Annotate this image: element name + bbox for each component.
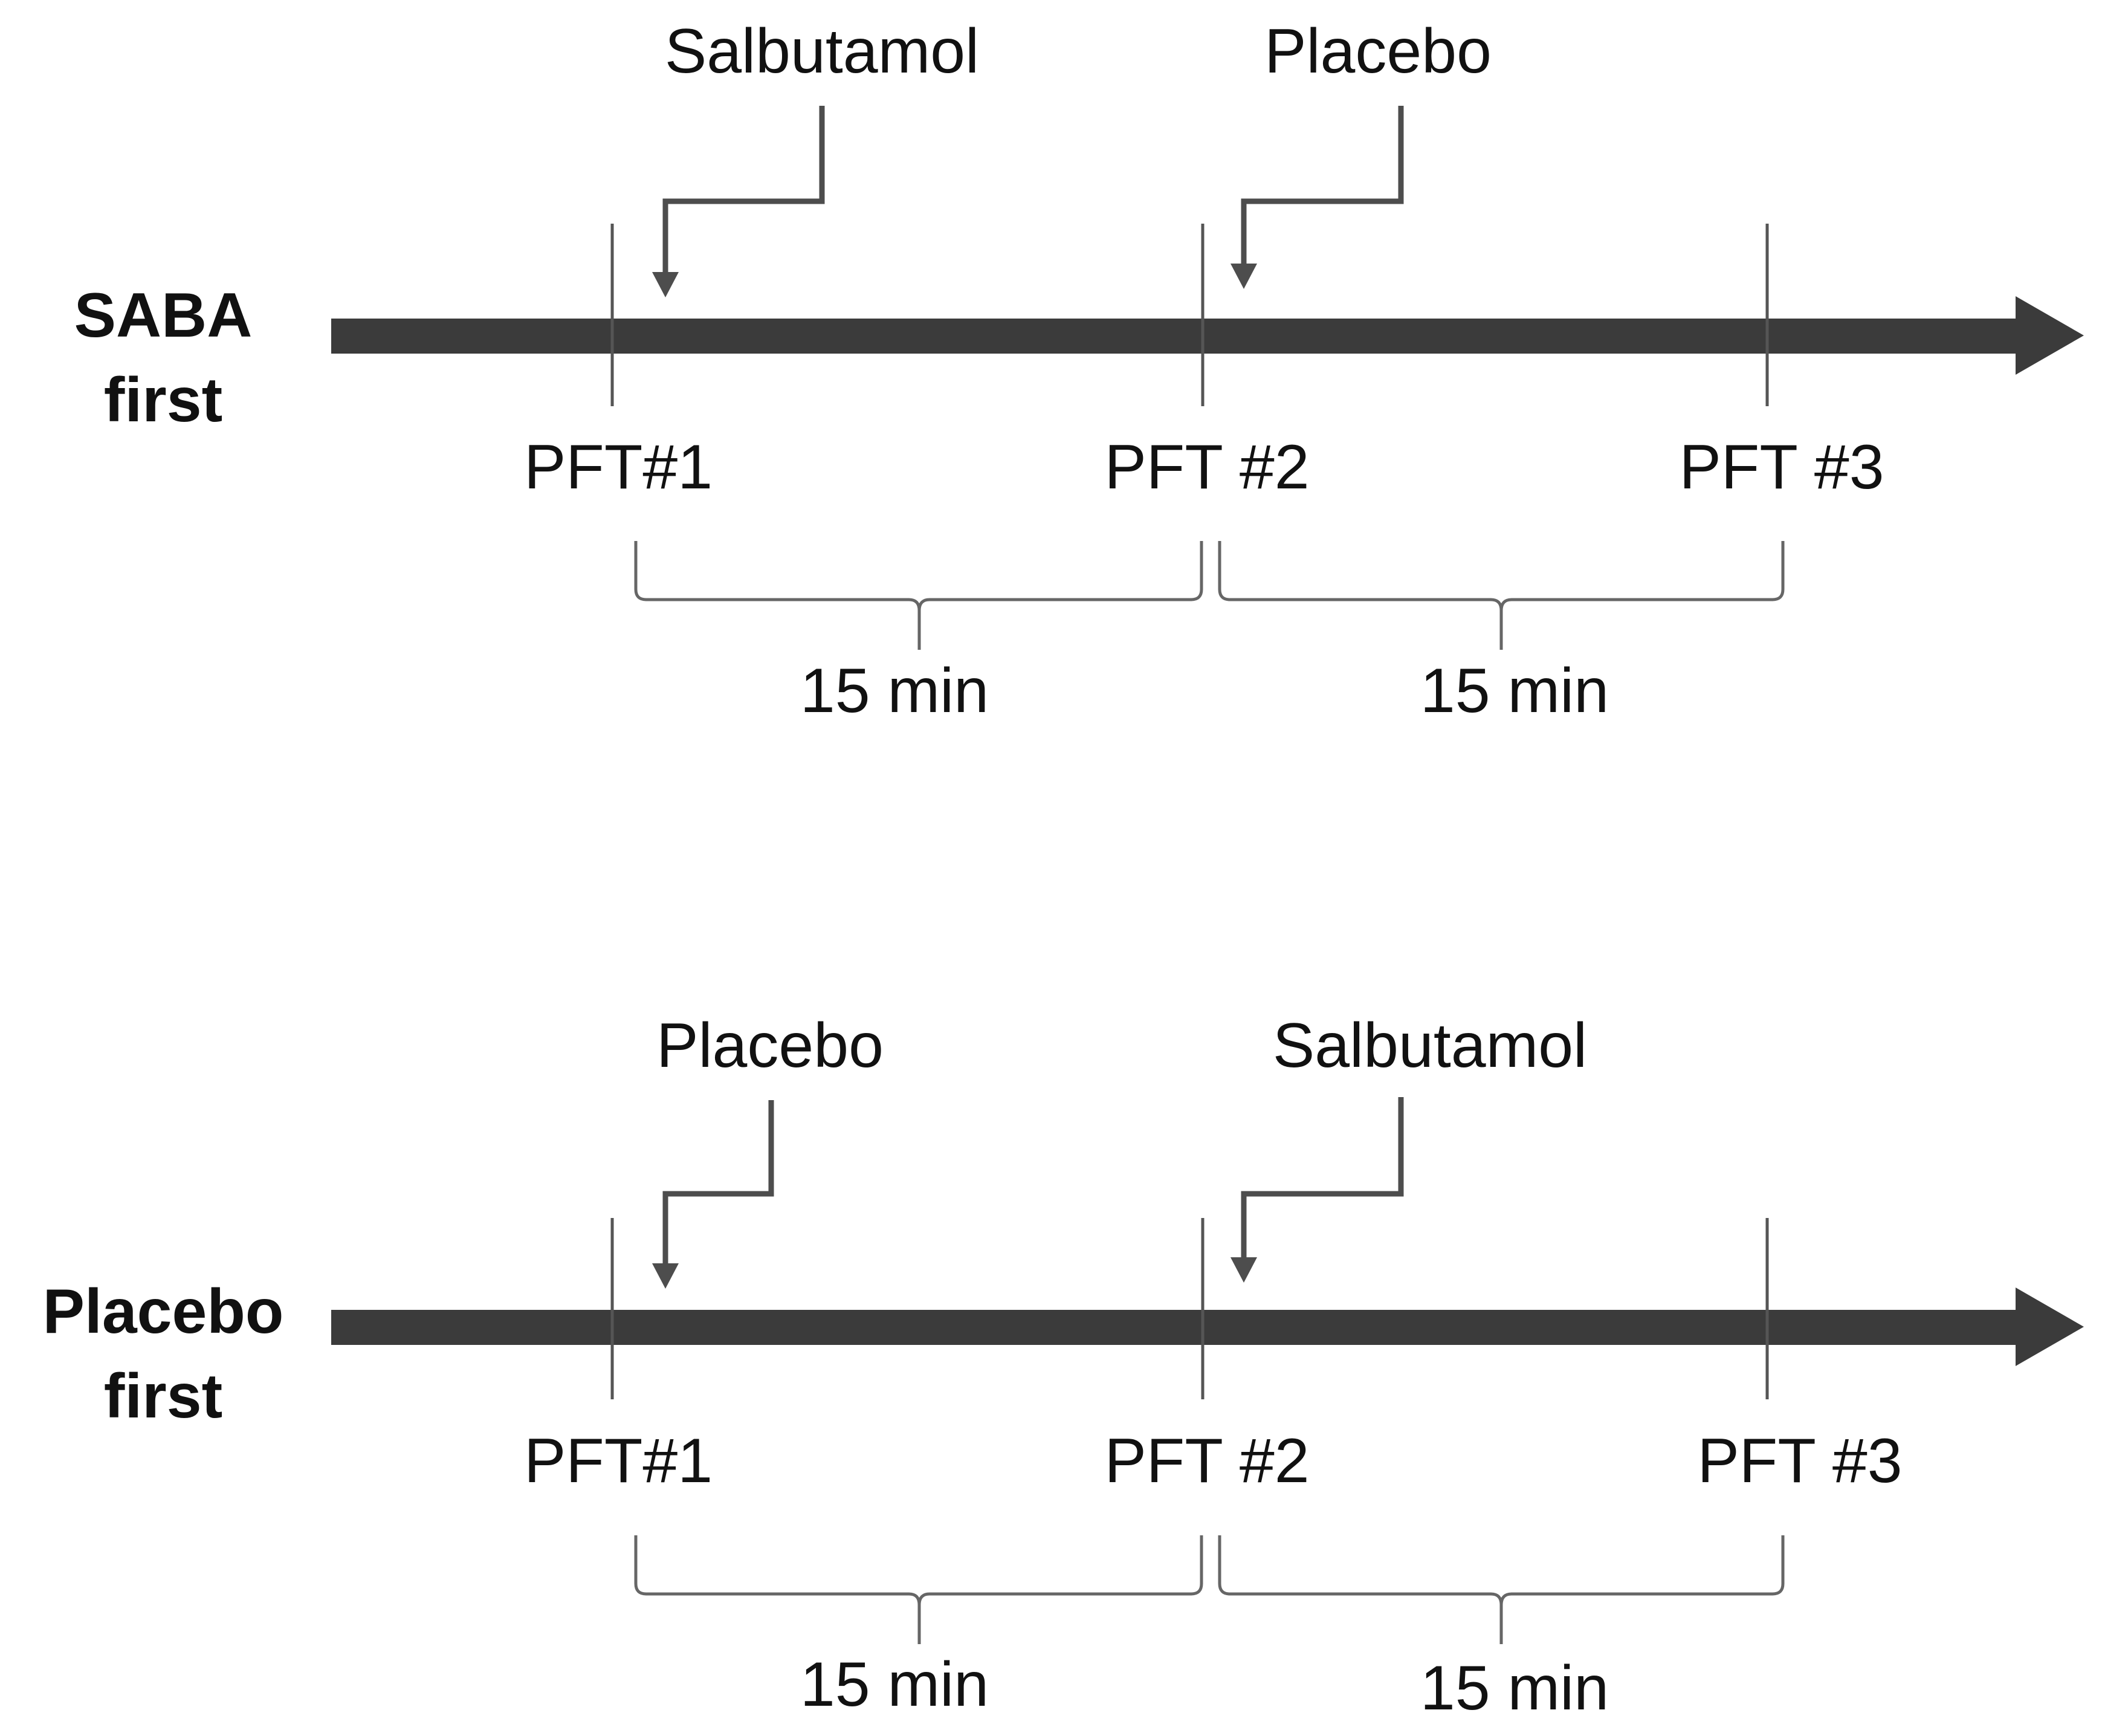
intervention-label: Placebo: [656, 1011, 884, 1081]
pft-label: PFT#1: [524, 432, 713, 502]
intervention-label: Placebo: [1264, 16, 1492, 86]
intervention-label: Salbutamol: [1273, 1011, 1587, 1081]
timeline-saba-first: SABA first Salbutamol Placebo PFT#1 PFT …: [74, 16, 2084, 726]
timeline-arrow: [331, 296, 2084, 375]
timeline-placebo-first: Placebo first Placebo Salbutamol PFT#1 P…: [43, 1011, 2084, 1723]
intervention-arrow: [662, 106, 825, 278]
interval-label: 15 min: [1420, 1653, 1609, 1723]
arrowhead-icon: [652, 272, 679, 297]
pft-label: PFT #2: [1104, 1426, 1309, 1496]
pft-label: PFT #3: [1679, 432, 1884, 502]
interval-label: 15 min: [800, 1650, 989, 1720]
intervention-arrow: [1241, 1097, 1404, 1263]
interval-brace: [1218, 541, 1785, 650]
timeline-arrow: [331, 1287, 2084, 1366]
interval-label: 15 min: [1420, 656, 1609, 726]
interval-brace: [634, 541, 1203, 650]
pft-label: PFT#1: [524, 1426, 713, 1496]
group-label-line-2: first: [104, 1361, 222, 1431]
group-label-line-1: Placebo: [43, 1277, 284, 1347]
arrowhead-icon: [1230, 264, 1257, 289]
interval-brace: [1218, 1535, 1785, 1644]
interval-label: 15 min: [800, 656, 989, 726]
intervention-label: Salbutamol: [665, 16, 979, 86]
group-label-line-2: first: [104, 365, 222, 435]
interval-brace: [634, 1535, 1203, 1644]
arrowhead-icon: [652, 1263, 679, 1289]
intervention-arrow: [662, 1100, 774, 1269]
pft-label: PFT #3: [1697, 1426, 1902, 1496]
group-label-line-1: SABA: [74, 280, 253, 351]
arrowhead-icon: [1230, 1257, 1257, 1283]
intervention-arrow: [1241, 106, 1404, 270]
pft-label: PFT #2: [1104, 432, 1309, 502]
